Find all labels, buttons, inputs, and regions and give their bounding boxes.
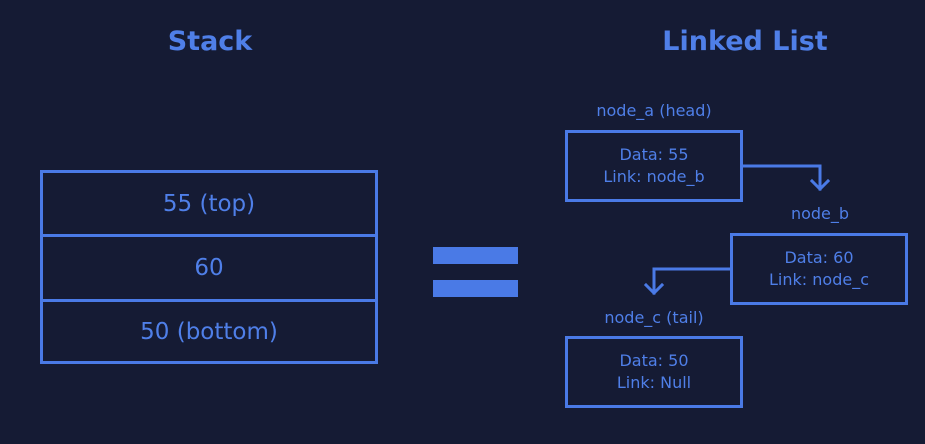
node-b-label: node_b xyxy=(790,204,850,223)
node-c-label: node_c (tail) xyxy=(604,308,704,327)
arrow-node-a-to-node-b xyxy=(741,164,831,192)
stack-cell-top: 55 (top) xyxy=(43,173,375,237)
node-b-link: Link: node_c xyxy=(769,270,869,289)
node-a-label: node_a (head) xyxy=(596,101,712,120)
stack-cell-bottom: 50 (bottom) xyxy=(140,318,278,345)
node-b-box: Data: 60 Link: node_c xyxy=(730,233,908,305)
node-c-box: Data: 50 Link: Null xyxy=(565,336,743,408)
stack-title: Stack xyxy=(167,26,253,57)
node-c-link: Link: Null xyxy=(616,373,692,392)
linked-list-title: Linked List xyxy=(662,26,828,57)
node-a-box: Data: 55 Link: node_b xyxy=(565,130,743,202)
node-a-link: Link: node_b xyxy=(603,167,705,186)
equals-sign-top-bar xyxy=(433,247,518,264)
node-a-data: Data: 55 xyxy=(619,145,689,164)
stack-container: 55 (top) 60 50 (bottom) xyxy=(40,170,378,364)
stack-cell-middle: 60 xyxy=(43,237,375,302)
node-c-data: Data: 50 xyxy=(619,351,689,370)
equals-sign-bottom-bar xyxy=(433,280,518,297)
arrow-node-b-to-node-c xyxy=(643,267,732,296)
node-b-data: Data: 60 xyxy=(784,248,854,267)
